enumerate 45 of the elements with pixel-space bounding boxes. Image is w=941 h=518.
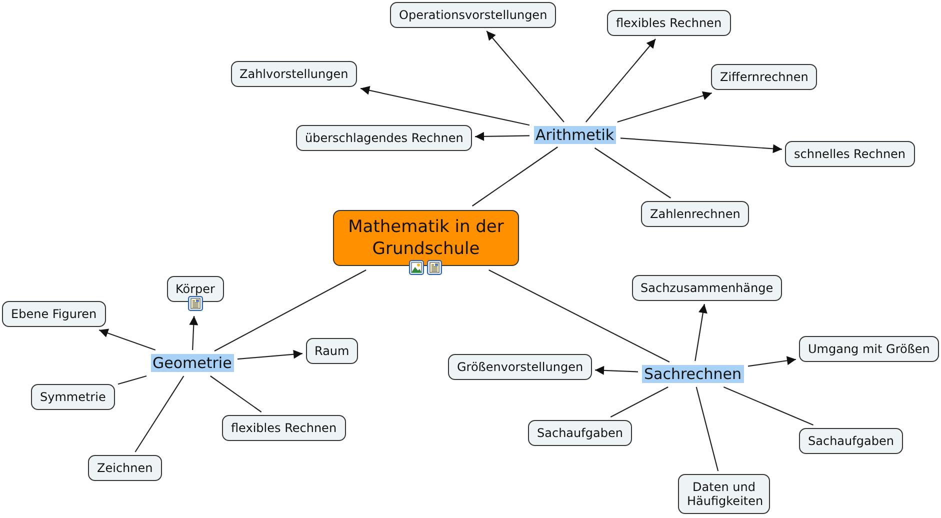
concept-box: Symmetrie: [31, 384, 115, 410]
concept-box: flexibles Rechnen: [222, 415, 346, 441]
arrow: [486, 30, 564, 122]
arrow: [237, 350, 303, 360]
concept-box: Größenvorstellungen: [448, 354, 592, 380]
concept-box: Zahlvorstellungen: [230, 61, 358, 87]
connector-line: [210, 376, 262, 412]
concept-box: Körper: [166, 276, 224, 302]
concept-box: Sachaufgaben: [528, 420, 632, 446]
concept-box: Sachzusammenhänge: [632, 275, 782, 301]
concept-box: Operationsvorstellungen: [390, 2, 556, 28]
connector-line: [472, 146, 558, 206]
arrow: [620, 138, 782, 154]
connector-line: [118, 375, 147, 385]
connector-line: [696, 386, 719, 472]
concept-box: Sachaufgaben: [799, 428, 903, 454]
arrow: [585, 38, 656, 122]
central-concept-box: Mathematik in der Grundschule: [333, 210, 519, 266]
concept-box: schnelles Rechnen: [785, 141, 915, 167]
concept-box: Zeichnen: [88, 455, 162, 481]
arrow: [360, 86, 530, 126]
connector-line: [134, 376, 184, 452]
arrow: [694, 304, 708, 362]
connector-line: [594, 148, 671, 198]
connector-line: [610, 386, 668, 418]
topic-label: Geometrie: [150, 354, 234, 372]
concept-box: Ziffernrechnen: [711, 64, 818, 90]
concept-box: überschlagendes Rechnen: [296, 125, 472, 151]
topic-label: Arithmetik: [534, 126, 616, 144]
topic-label: Sachrechnen: [642, 365, 744, 383]
concept-box: Raum: [306, 338, 358, 364]
concept-box: Daten und Häufigkeiten: [678, 474, 770, 514]
concept-box: Ebene Figuren: [2, 301, 106, 327]
concept-box: Zahlenrechnen: [641, 201, 750, 227]
arrow: [98, 328, 156, 351]
arrow: [748, 356, 796, 367]
arrow: [617, 91, 712, 123]
concept-box: Umgang mit Größen: [799, 336, 939, 362]
connector-line: [488, 270, 670, 362]
connector-line: [723, 386, 814, 426]
arrow: [189, 316, 198, 350]
arrow: [475, 132, 530, 141]
concept-box: flexibles Rechnen: [607, 10, 731, 36]
connector-line: [214, 270, 366, 352]
arrow: [594, 366, 638, 375]
